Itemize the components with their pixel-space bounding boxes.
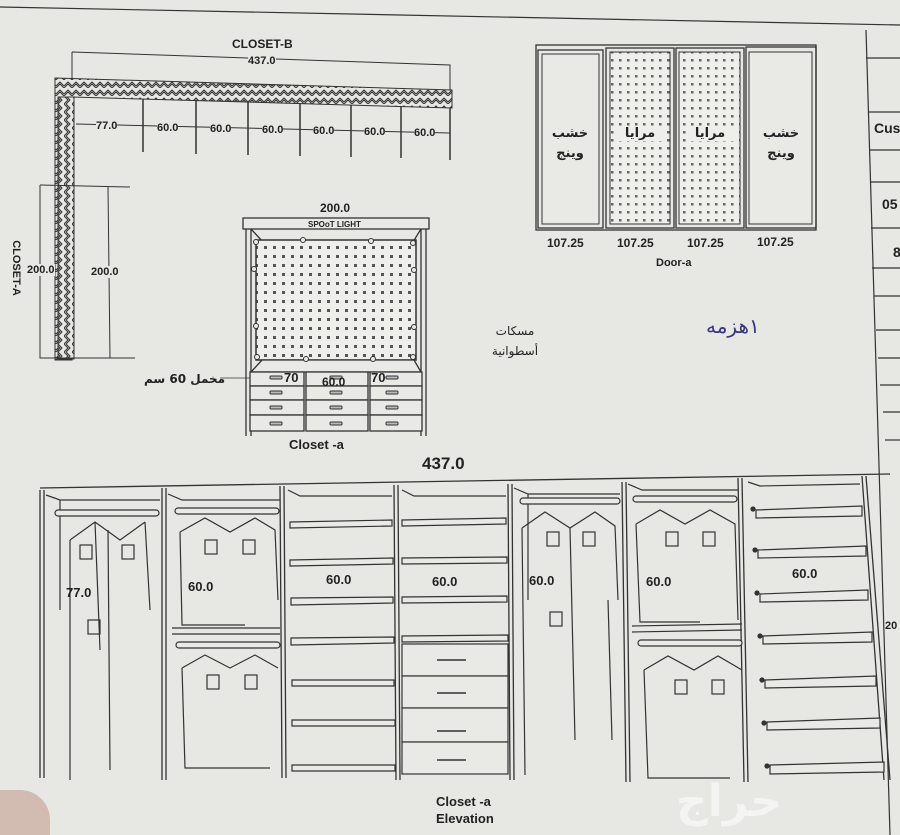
elev-section-width: 60.0 <box>432 574 458 589</box>
elev-section-2 <box>167 493 281 769</box>
closet-b-segment: 60.0 <box>157 122 179 134</box>
closet-a-height-inner: 200.0 <box>91 266 119 278</box>
closet-b-title: CLOSET-B <box>232 37 293 51</box>
closet-b-segment: 60.0 <box>210 123 232 135</box>
handwritten-note: ١هزمه <box>706 314 760 338</box>
elev-section-1 <box>45 494 160 780</box>
plan-closet-b <box>54 51 453 361</box>
door-panel-width: 107.25 <box>547 236 584 250</box>
elev-section-3 <box>287 489 396 772</box>
elev-section-7 <box>747 481 885 775</box>
elev-section-width: 60.0 <box>646 574 672 589</box>
closet-b-total-width: 437.0 <box>248 55 276 67</box>
elev-section-width: 60.0 <box>792 566 818 581</box>
closet-b-segment: 60.0 <box>262 124 284 136</box>
elev-section-5 <box>513 487 621 776</box>
closet-b-segment: 60.0 <box>313 125 335 137</box>
door-panel-label: مرايا <box>686 126 734 141</box>
title-block-cell: 8 <box>893 244 900 260</box>
drawer-left-width: 70 <box>284 370 299 385</box>
elev-section-6 <box>627 483 743 779</box>
closet-b-segment: 60.0 <box>364 126 386 138</box>
title-block-cell: Cus <box>874 120 900 136</box>
elev-section-width: 77.0 <box>66 585 92 600</box>
front-view-unit <box>220 217 430 436</box>
title-block-cell: 05 <box>882 196 898 212</box>
closet-b-segment: 77.0 <box>96 120 118 132</box>
door-panel-width: 107.25 <box>617 236 654 250</box>
closet-b-segment: 60.0 <box>414 127 436 139</box>
elev-section-width: 60.0 <box>529 573 555 588</box>
door-panel-width: 107.25 <box>687 236 724 250</box>
closet-a-title: CLOSET-A <box>9 240 22 296</box>
title-block <box>865 29 900 835</box>
spot-light-label: SPOoT LIGHT <box>308 220 361 229</box>
closet-a-height-outer: 200.0 <box>27 264 55 276</box>
door-panel-label: مرايا <box>616 126 664 141</box>
elev-section-4 <box>401 489 509 775</box>
drawer-center-width: 60.0 <box>322 375 346 389</box>
elev-section-width: 60.0 <box>188 579 214 594</box>
front-view-width: 200.0 <box>320 201 351 215</box>
door-panel-width: 107.25 <box>757 235 794 249</box>
velvet-note: مخمل 60 سم <box>144 372 226 386</box>
drawer-right-width: 70 <box>371 370 386 385</box>
elev-section-width: 60.0 <box>326 572 352 587</box>
elevation-frame <box>39 473 891 783</box>
watermark-logo: حراج <box>676 776 782 827</box>
elevation-side-dim: 20 <box>885 620 898 632</box>
front-view-title: Closet -a <box>289 437 344 452</box>
door-title: Door-a <box>656 257 692 269</box>
elevation-total-width: 437.0 <box>422 454 465 473</box>
